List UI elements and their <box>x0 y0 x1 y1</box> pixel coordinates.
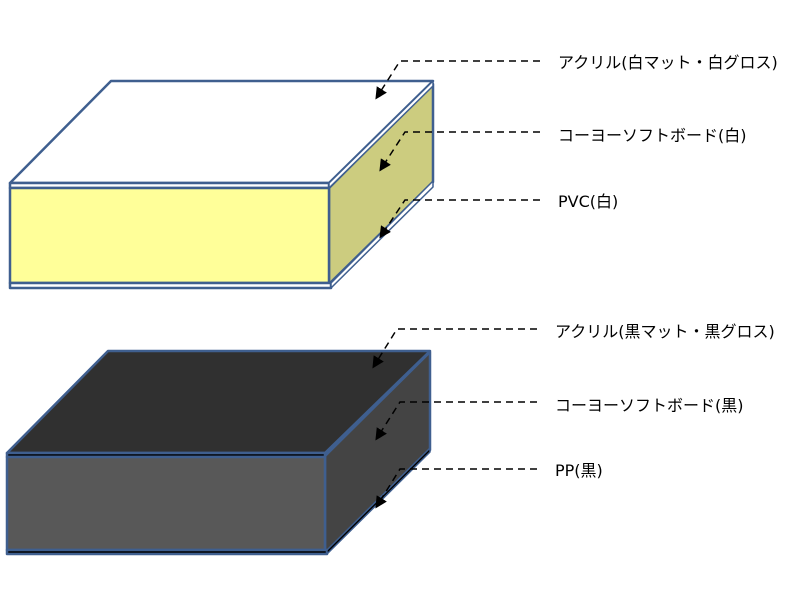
white-panel <box>8 79 435 290</box>
label-pp-black: PP(黒) <box>555 461 603 480</box>
label-pvc-white: PVC(白) <box>558 192 618 211</box>
label-acrylic-white: アクリル(白マット・白グロス) <box>558 53 778 72</box>
white-core-front <box>8 186 331 285</box>
label-board-white: コーヨーソフトボード(白) <box>558 126 747 145</box>
black-bottom-sheet <box>5 548 329 556</box>
label-board-black: コーヨーソフトボード(黒) <box>555 396 744 415</box>
leader-acrylic-black <box>372 328 537 369</box>
black-core-front <box>5 455 327 552</box>
leader-board-white <box>379 131 540 172</box>
leader-pvc-white <box>379 199 540 239</box>
label-acrylic-black: アクリル(黒マット・黒グロス) <box>555 322 775 341</box>
leader-acrylic-white <box>375 60 540 100</box>
leader-board-black <box>375 401 537 441</box>
white-bottom-sheet <box>8 281 333 290</box>
leader-pp-black <box>375 468 537 509</box>
black-panel <box>5 349 432 556</box>
leader-lines <box>372 60 540 509</box>
white-side-top-sheet <box>328 80 434 189</box>
